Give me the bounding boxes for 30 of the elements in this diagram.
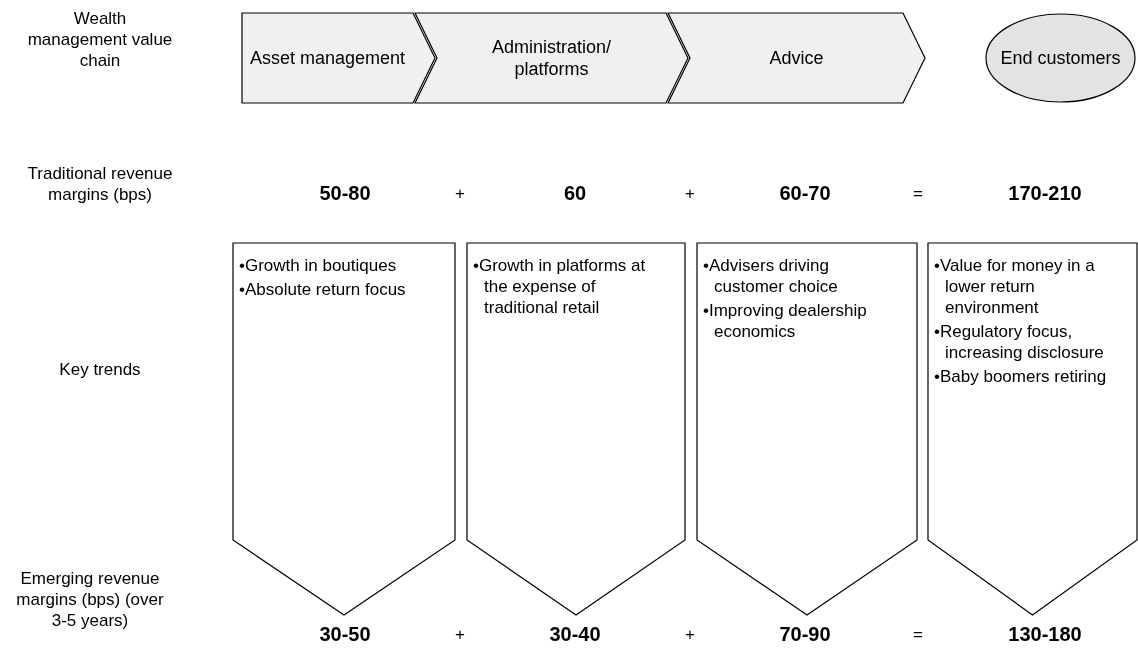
operator-sign: + (454, 624, 466, 645)
bullet-item: •Regulatory focus, increasing disclosure (934, 321, 1105, 363)
operator-sign: + (454, 183, 466, 204)
margin-value: 30-40 (548, 624, 602, 645)
row-label: Wealth management value chain (26, 8, 174, 71)
row-label: Key trends (58, 359, 142, 380)
operator-sign: = (912, 183, 924, 204)
operator-sign: + (684, 183, 696, 204)
row-label: Emerging revenue margins (bps) (over 3-5 years) (15, 568, 165, 631)
stage-label: Asset management (249, 47, 406, 69)
bullet-item: •Absolute return focus (239, 279, 407, 300)
stage-label: Administration/ platforms (490, 36, 613, 80)
stage-label: End customers (1000, 47, 1121, 69)
margin-value: 60 (562, 183, 588, 204)
bullet-item: •Baby boomers retiring (934, 366, 1108, 387)
operator-sign: = (912, 624, 924, 645)
margin-value: 60-70 (778, 183, 832, 204)
bullet-item: •Advisers driving customer choice (703, 255, 839, 297)
row-label: Traditional revenue margins (bps) (26, 163, 174, 205)
bullet-item: •Growth in boutiques (239, 255, 398, 276)
stage-label: Advice (769, 47, 824, 69)
margin-value: 130-180 (1007, 624, 1083, 645)
bullet-item: •Growth in platforms at the expense of traditional retail (473, 255, 647, 318)
margin-value: 30-50 (318, 624, 372, 645)
bullet-item: •Value for money in a lower return environment (934, 255, 1096, 318)
margin-value: 170-210 (1007, 183, 1083, 204)
bullet-item: •Improving dealership economics (703, 300, 868, 342)
operator-sign: + (684, 624, 696, 645)
margin-value: 50-80 (318, 183, 372, 204)
margin-value: 70-90 (778, 624, 832, 645)
